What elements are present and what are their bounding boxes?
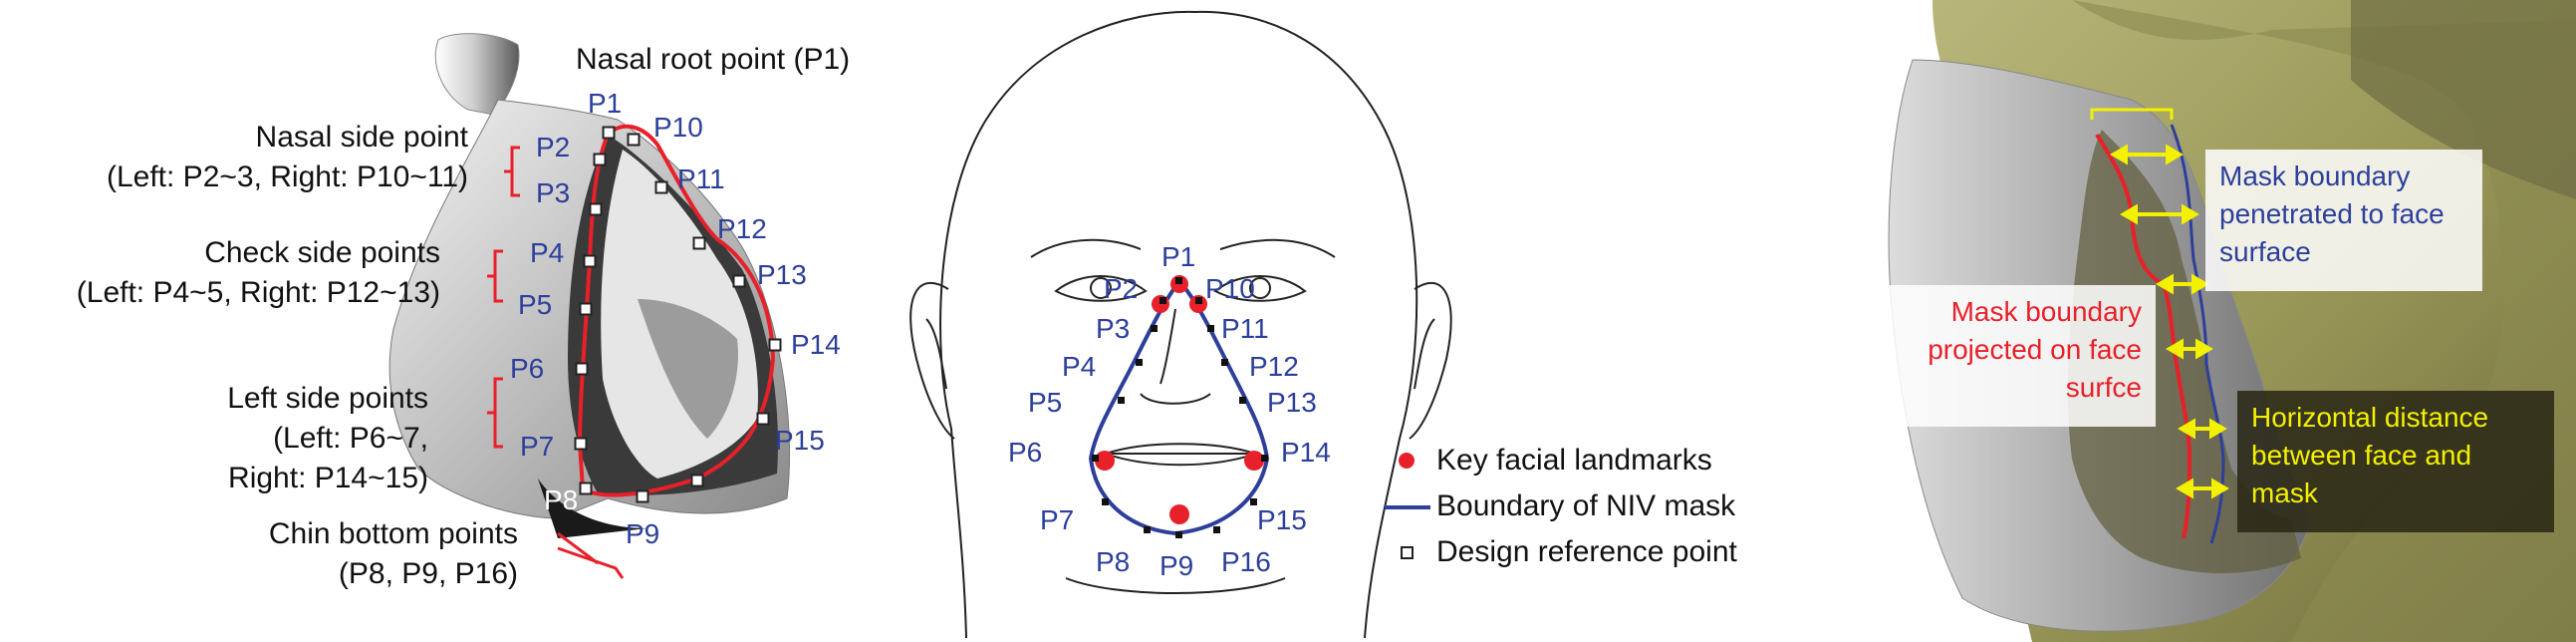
point-label-p15: P15 xyxy=(775,425,825,456)
ref-point-a xyxy=(692,236,706,250)
point-label-p7: P7 xyxy=(520,431,555,462)
square-icon xyxy=(1377,532,1436,572)
point-label-p10: P10 xyxy=(653,112,703,143)
label-cheek-side-detail: (Left: P4~5, Right: P12~13) xyxy=(76,276,440,309)
ref-point-a xyxy=(579,482,593,495)
point-label-p2: P2 xyxy=(1104,273,1139,304)
box-mask-penetrated: Mask boundary penetrated to face surface xyxy=(2205,150,2482,291)
ref-point-a xyxy=(636,489,649,503)
point-label-p16: P16 xyxy=(1221,546,1271,577)
ref-point-a xyxy=(579,302,593,316)
ref-point-a xyxy=(574,437,588,451)
ref-point-a xyxy=(732,274,746,288)
point-label-p14: P14 xyxy=(791,329,841,360)
point-label-p3: P3 xyxy=(536,177,571,208)
label-nasal-side-detail: (Left: P2~3, Right: P10~11) xyxy=(106,160,468,193)
legend-label: Design reference point xyxy=(1436,535,1737,568)
box-horizontal-distance: Horizontal distance between face and mas… xyxy=(2237,391,2554,532)
panel-face-mask-overlay: Mask boundary penetrated to face surface… xyxy=(1873,0,2576,642)
label-nasal-root: Nasal root point (P1) xyxy=(576,43,851,76)
ref-point-a xyxy=(654,180,668,194)
label-left-side-detail-2: Right: P14~15) xyxy=(228,462,428,494)
mask-3d-render xyxy=(388,33,791,579)
blue-line-icon xyxy=(1377,486,1436,526)
point-label-p6: P6 xyxy=(510,353,545,384)
legend-item-landmarks: Key facial landmarks xyxy=(1377,441,1712,481)
face-drawing xyxy=(909,10,1452,639)
red-dot-icon xyxy=(1377,441,1436,481)
legend-item-reference: Design reference point xyxy=(1377,532,1737,572)
point-label-p12: P12 xyxy=(717,213,767,244)
legend: Key facial landmarks Boundary of NIV mas… xyxy=(1377,441,1835,580)
point-label-p2: P2 xyxy=(536,132,571,162)
ref-point-a xyxy=(627,133,641,147)
label-left-side-detail-1: (Left: P6~7, xyxy=(273,422,428,455)
point-label-p15: P15 xyxy=(1257,504,1307,535)
ref-point-a xyxy=(690,474,704,487)
ref-point-a xyxy=(593,153,607,166)
panel-face-outline: P1 P2 P3 P4 P5 P6 P7 P8 P9 P10 P11 P12 P… xyxy=(897,0,1833,642)
ref-point-a xyxy=(768,338,782,352)
point-label-p14: P14 xyxy=(1281,437,1331,468)
point-label-p11: P11 xyxy=(1221,313,1269,344)
label-cheek-side-title: Check side points xyxy=(204,236,440,269)
point-label-p4: P4 xyxy=(1062,351,1097,382)
point-label-p1: P1 xyxy=(1161,241,1196,272)
point-label-p5: P5 xyxy=(1028,387,1063,418)
ref-point-a xyxy=(583,254,597,268)
point-label-p8: P8 xyxy=(1096,546,1131,577)
legend-item-boundary: Boundary of NIV mask xyxy=(1377,486,1735,526)
point-label-p9: P9 xyxy=(626,518,660,549)
legend-label: Boundary of NIV mask xyxy=(1436,489,1736,522)
distance-arrows xyxy=(2110,144,2229,499)
point-label-p5: P5 xyxy=(518,289,553,320)
label-left-side-title: Left side points xyxy=(227,382,428,415)
point-label-p1: P1 xyxy=(588,88,623,119)
point-label-p6: P6 xyxy=(1008,437,1043,468)
ref-point-a xyxy=(602,126,616,140)
point-label-p7: P7 xyxy=(1040,504,1075,535)
point-label-p3: P3 xyxy=(1096,313,1131,344)
box-mask-projected: Mask boundary projected on face surfce xyxy=(1879,285,2156,427)
ref-point-a xyxy=(575,362,589,376)
label-nasal-side-title: Nasal side point xyxy=(255,121,468,154)
point-label-p13: P13 xyxy=(757,259,807,290)
label-chin-title: Chin bottom points xyxy=(268,517,518,550)
point-label-p9: P9 xyxy=(1159,550,1194,581)
panel-3d-mask-side-view: Nasal root point (P1) Nasal side point (… xyxy=(0,0,897,642)
point-label-p11: P11 xyxy=(677,163,725,194)
bracket-marks xyxy=(487,146,625,579)
point-label-p12: P12 xyxy=(1249,351,1299,382)
legend-label: Key facial landmarks xyxy=(1436,444,1712,477)
label-chin-detail: (P8, P9, P16) xyxy=(338,557,518,590)
point-label-p4: P4 xyxy=(530,237,565,268)
point-label-p8: P8 xyxy=(544,484,579,515)
point-label-p10: P10 xyxy=(1205,273,1255,304)
point-label-p13: P13 xyxy=(1267,387,1317,418)
ref-point-a xyxy=(589,202,603,216)
boundary-points xyxy=(1092,277,1268,538)
ref-point-a xyxy=(756,412,770,426)
